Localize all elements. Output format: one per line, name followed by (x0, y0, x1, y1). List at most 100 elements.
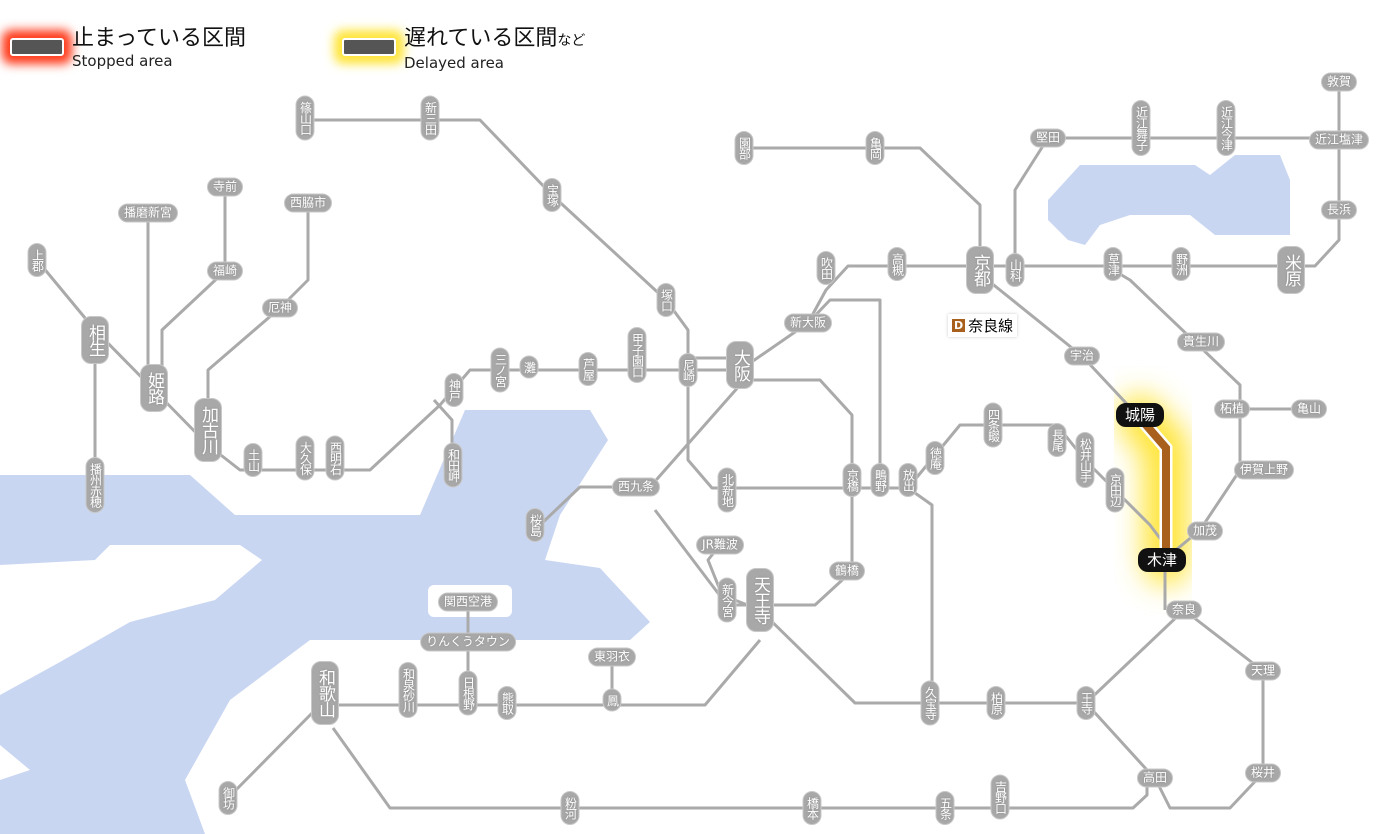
station-label[interactable]: 久宝寺 (920, 680, 940, 726)
track-lines (35, 82, 1341, 810)
water-areas (0, 155, 1290, 834)
station-label[interactable]: 吹田 (816, 251, 836, 285)
station-label[interactable]: 新三田 (420, 95, 440, 141)
station-label[interactable]: 近江塩津 (1308, 130, 1370, 150)
station-label[interactable]: りんくうタウン (420, 632, 516, 652)
station-label[interactable]: 鳳 (602, 688, 622, 712)
station-label[interactable]: 松井山手 (1075, 432, 1095, 488)
station-label[interactable]: 亀山 (1290, 399, 1328, 419)
station-label[interactable]: 宇治 (1063, 346, 1101, 366)
nara-line-tag[interactable]: D 奈良線 (948, 314, 1018, 337)
delayed-label-en: Delayed area (404, 54, 504, 72)
station-label[interactable]: 草津 (1103, 247, 1123, 281)
station-label[interactable]: 高槻 (887, 247, 907, 281)
station-label[interactable]: 加古川 (194, 398, 222, 462)
station-label[interactable]: 高田 (1136, 768, 1174, 788)
station-label[interactable]: 放出 (898, 463, 918, 497)
station-label[interactable]: 福崎 (206, 261, 244, 281)
station-label[interactable]: 西明石 (325, 435, 345, 481)
station-label[interactable]: 播州赤穂 (85, 457, 105, 513)
station-label[interactable]: 亀岡 (865, 131, 885, 165)
station-label[interactable]: 和田岬 (443, 442, 463, 488)
station-label[interactable]: 上郡 (27, 243, 47, 277)
station-label[interactable]: 柏原 (986, 686, 1006, 720)
station-label[interactable]: 西九条 (611, 477, 661, 497)
station-label[interactable]: 大久保 (295, 435, 315, 481)
station-label[interactable]: 貴生川 (1176, 332, 1226, 352)
station-label[interactable]: 近江舞子 (1131, 100, 1151, 156)
station-label[interactable]: 播磨新宮 (117, 203, 179, 223)
station-label[interactable]: JR難波 (696, 535, 744, 555)
station-label[interactable]: 宝塚 (542, 178, 562, 212)
station-label[interactable]: 野洲 (1171, 247, 1191, 281)
station-label[interactable]: 近江今津 (1216, 100, 1236, 156)
track-line (206, 203, 310, 430)
station-label[interactable]: 園部 (734, 131, 754, 165)
line-code-badge: D (952, 319, 966, 332)
station-label[interactable]: 吉野口 (990, 774, 1010, 820)
station-label[interactable]: 京田辺 (1105, 467, 1125, 513)
track-line (160, 187, 227, 388)
station-label[interactable]: 鴫野 (870, 463, 890, 497)
station-label[interactable]: 三ノ宮 (490, 347, 510, 393)
station-label[interactable]: 長尾 (1047, 423, 1067, 457)
station-label[interactable]: 日根野 (458, 670, 478, 716)
station-label[interactable]: 山科 (1005, 253, 1025, 287)
station-label[interactable]: 京都 (966, 246, 994, 294)
station-label[interactable]: 篠山口 (295, 95, 315, 141)
track-line (1112, 268, 1309, 557)
station-label[interactable]: 桜島 (525, 508, 545, 542)
station-label[interactable]: 御坊 (218, 781, 238, 815)
station-label[interactable]: 四条畷 (983, 402, 1003, 448)
track-line (907, 486, 934, 703)
station-label[interactable]: 新大阪 (783, 313, 833, 333)
station-label[interactable]: 桜井 (1244, 763, 1282, 783)
station-label[interactable]: 奈良 (1165, 600, 1203, 620)
station-label[interactable]: 灘 (519, 355, 539, 379)
delayed-swatch (342, 38, 396, 56)
station-label[interactable]: 関西空港 (437, 592, 499, 612)
station-label[interactable]: 北新地 (717, 467, 737, 513)
station-label[interactable]: 和歌山 (311, 661, 339, 725)
station-label[interactable]: 米原 (1277, 246, 1305, 294)
station-label[interactable]: 寺前 (206, 177, 244, 197)
track-line (305, 118, 852, 490)
station-label[interactable]: 塚口 (656, 283, 676, 317)
station-label[interactable]: 東羽衣 (587, 647, 637, 667)
station-label[interactable]: 柘植 (1213, 399, 1251, 419)
station-label[interactable]: 姫路 (140, 364, 168, 412)
track-line (1153, 608, 1265, 810)
station-label[interactable]: 鶴橋 (828, 561, 866, 581)
track-line (758, 608, 1186, 705)
station-label[interactable]: 加茂 (1186, 521, 1224, 541)
osaka-bay (0, 410, 650, 834)
station-label[interactable]: 和泉砂川 (398, 662, 418, 718)
station-label[interactable]: 大阪 (726, 341, 754, 389)
track-line (1013, 136, 1339, 270)
station-label[interactable]: 甲子園口 (627, 327, 647, 383)
station-label[interactable]: 尼崎 (678, 353, 698, 387)
station-label[interactable]: 五条 (935, 791, 955, 825)
station-label[interactable]: 西脇市 (283, 193, 333, 213)
station-label[interactable]: 堅田 (1029, 128, 1067, 148)
track-line (226, 698, 1149, 810)
station-label[interactable]: 天王寺 (746, 568, 774, 632)
station-label[interactable]: 城陽 (1115, 403, 1165, 427)
station-label[interactable]: 芦屋 (578, 352, 598, 386)
station-label[interactable]: 新今宮 (717, 577, 737, 623)
station-label[interactable]: 神戸 (444, 373, 464, 407)
station-label[interactable]: 相生 (81, 316, 109, 364)
station-label[interactable]: 粉河 (560, 791, 580, 825)
station-label[interactable]: 厄神 (261, 298, 299, 318)
station-label[interactable]: 橋本 (802, 791, 822, 825)
station-label[interactable]: 天理 (1244, 661, 1282, 681)
station-label[interactable]: 熊取 (497, 686, 517, 720)
station-label[interactable]: 王寺 (1076, 686, 1096, 720)
station-label[interactable]: 木津 (1137, 548, 1187, 572)
station-label[interactable]: 土山 (243, 443, 263, 477)
station-label[interactable]: 長浜 (1320, 200, 1358, 220)
station-label[interactable]: 伊賀上野 (1233, 460, 1295, 480)
station-label[interactable]: 京橋 (842, 463, 862, 497)
station-label[interactable]: 徳庵 (925, 441, 945, 475)
station-label[interactable]: 敦賀 (1320, 72, 1358, 92)
